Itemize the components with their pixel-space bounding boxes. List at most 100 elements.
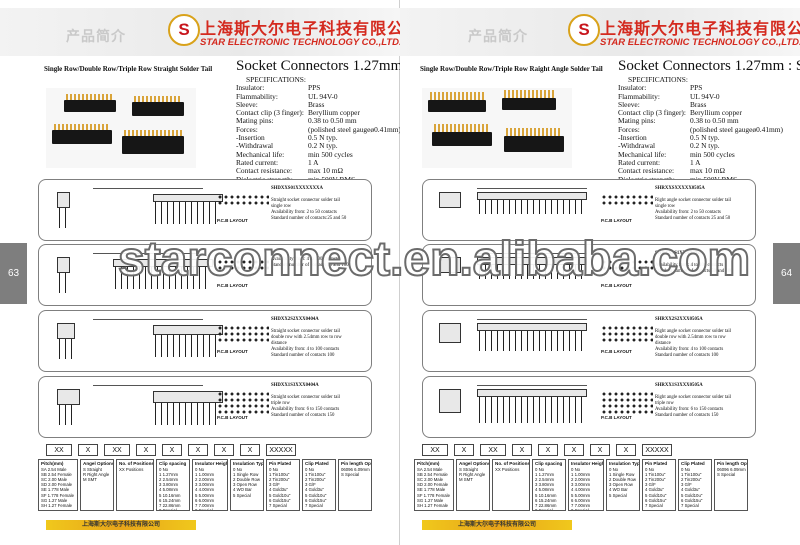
legend-heading: Pitch(mm) — [417, 461, 440, 466]
legend-row: 0 No — [609, 467, 619, 473]
legend-row: 0 No — [571, 467, 581, 473]
note-line: Standard number of contacts 50 and 100 — [655, 269, 733, 274]
spec-key: Contact clip (3 finger): — [236, 108, 304, 118]
legend-row: S Special — [717, 472, 736, 478]
company-logo: S — [168, 14, 200, 46]
spec-row: Mating pins:0.38 to 0.50 mm — [236, 117, 401, 126]
legend-row: 2 Tin200u" — [269, 477, 290, 483]
legend-heading: Angel Options — [83, 461, 114, 466]
note-line: Right angle socket connector solder tail — [655, 395, 732, 400]
spec-value: (polished steel gaugeø0.41mm) — [690, 124, 783, 134]
legend-row: 6 Gold15u" — [269, 497, 291, 503]
legend-row: 6 Gold15u" — [645, 497, 667, 503]
legend-row: 3 G/F — [269, 482, 280, 488]
legend-row: 2 Double Row — [609, 477, 636, 483]
legend-row: 6 6.00mm — [571, 497, 591, 503]
legend-row: 5 Gold10u" — [645, 492, 667, 498]
pcb-layout-label: P.C.B LAYOUT — [601, 349, 632, 354]
product-title: Socket Connectors 1.27mm : SHR — [618, 58, 800, 74]
spec-key: Contact clip (3 finger): — [618, 108, 686, 118]
spec-value: 0.2 N typ. — [690, 141, 720, 151]
legend-row: 3 Open Row — [609, 482, 633, 488]
legend-row: 3 G/F — [645, 482, 656, 488]
code-box: X — [616, 444, 636, 456]
spec-value: PPS — [690, 83, 703, 93]
note-line: Availability from: 2 to 50 contacts — [271, 210, 337, 215]
legend-row: SD 2.00 Female — [41, 482, 73, 488]
pcb-pads — [217, 194, 269, 206]
legend-row: SA 2.54 Male — [417, 467, 443, 473]
footer-company-bar: 上海斯大尔电子科技有限公司 — [46, 520, 196, 530]
spec-key: Rated current: — [236, 157, 279, 167]
legend-row: 5 Gold10u" — [681, 492, 703, 498]
spec-value: 0.5 N typ. — [308, 133, 338, 143]
note-line: double row with 2.54mm row to row — [655, 335, 726, 340]
page-number-tab: 64 — [773, 243, 800, 304]
legend-row: 1 Tin100u" — [305, 472, 326, 478]
technical-drawing — [437, 383, 597, 433]
spec-row: Insulator:PPS — [618, 83, 783, 93]
legend-row: SG 1.27 Male — [41, 497, 68, 503]
legend-row: 5 Gold10u" — [305, 492, 327, 498]
legend-row: R Right Angle — [459, 472, 486, 478]
legend-row: 4 Gold3u" — [305, 487, 324, 493]
spec-key: Flammability: — [618, 91, 660, 101]
note-line: distance — [655, 341, 671, 346]
part-number: SHRXX1S3XXX0505A — [655, 383, 703, 388]
legend-row: 6 15.24mm — [535, 497, 557, 503]
code-box: XX — [422, 444, 448, 456]
legend-heading: Pin length Options — [717, 461, 748, 466]
spec-row: Mechanical life:min 500 cycles — [618, 150, 783, 159]
legend-row: 3 3.80mm — [159, 482, 179, 488]
spec-value: max 10 mΩ — [690, 166, 726, 176]
legend-row: 3 3.80mm — [535, 482, 555, 488]
note-line: distance — [271, 341, 287, 346]
technical-drawing — [437, 251, 597, 301]
legend-row: SF 1.778 Female — [417, 492, 450, 498]
spec-value: PPS — [308, 83, 321, 93]
pcb-layout-label: P.C.B LAYOUT — [601, 415, 632, 420]
legend-row: S Special — [341, 472, 360, 478]
legend-row: 4 5.08mm — [159, 487, 179, 493]
legend-row: 1 Single Row — [233, 472, 259, 478]
legend-row: 8 Special — [571, 507, 589, 511]
legend-row: 1 Tin100u" — [681, 472, 702, 478]
spec-row: Forces:(polished steel gaugeø0.41mm) — [618, 124, 783, 134]
legend-row: 8 Special — [535, 507, 553, 511]
spec-key: Mating pins: — [618, 116, 656, 126]
spec-row: Contact clip (3 finger):Beryllium copper — [236, 108, 401, 118]
legend-row: 4 Gold3u" — [681, 487, 700, 493]
pcb-pads — [217, 391, 269, 415]
legend-row: M SMT — [83, 477, 97, 483]
header-ghost-text: 产品简介 — [468, 29, 528, 45]
note-line: Standard number of contacts 25 and 50 — [655, 216, 731, 221]
pcb-pads — [217, 259, 269, 271]
left-page: 产品简介 S 上海斯大尔电子科技有限公司 STAR ELECTRONIC TEC… — [0, 0, 444, 545]
legend-row: 8 Special — [159, 507, 177, 511]
legend-row: SD 2.00 Female — [417, 482, 449, 488]
legend-row: 4 Gold3u" — [645, 487, 664, 493]
note-line: Straight socket connector solder tail — [271, 395, 341, 400]
spec-value: 1 A — [690, 157, 701, 167]
legend-heading: Angel Options — [459, 461, 490, 466]
legend-heading: Insulation Type — [233, 461, 264, 466]
code-box: X — [136, 444, 156, 456]
spec-key: Contact resistance: — [236, 166, 293, 176]
spec-key: Sleeve: — [618, 99, 640, 109]
code-box: X — [78, 444, 98, 456]
legend-heading: Insulator Height — [571, 461, 604, 466]
legend-row: 0 No — [233, 467, 243, 473]
spec-row: Contact resistance:max 10 mΩ — [618, 166, 783, 176]
